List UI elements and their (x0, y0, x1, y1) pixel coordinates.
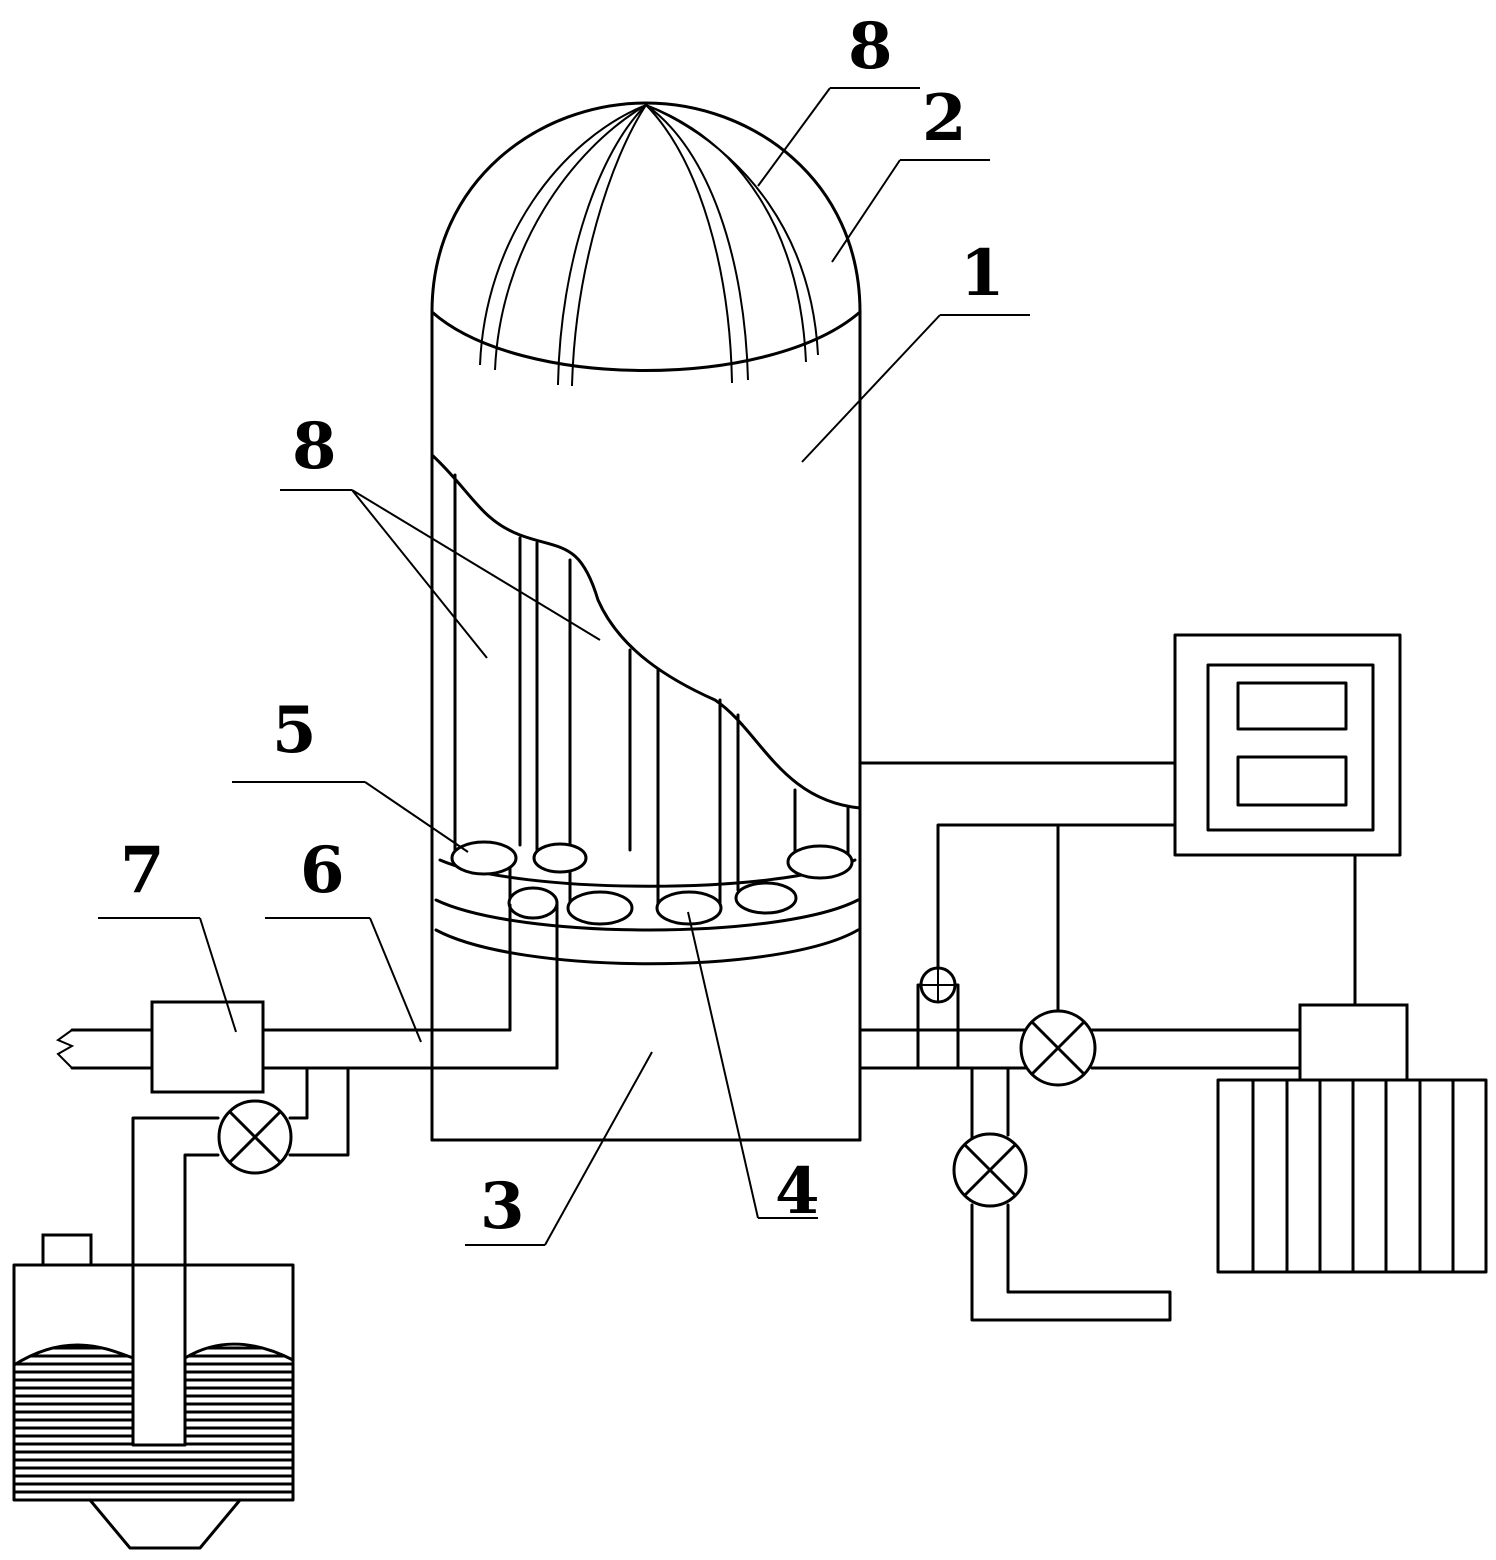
label-1: 1 (960, 236, 1005, 311)
label-6: 6 (300, 833, 345, 908)
vessel-body (430, 310, 862, 1142)
dome-cover (430, 101, 862, 387)
sensor-icon (919, 966, 957, 1004)
tube-ends (450, 840, 854, 926)
tube-plate (434, 858, 860, 966)
tubes (453, 473, 850, 907)
label-8-top: 8 (848, 9, 893, 84)
label-7: 7 (120, 833, 165, 908)
label-5: 5 (272, 693, 317, 768)
valve-main (1019, 1009, 1097, 1087)
pump-box (1298, 1003, 1409, 1082)
valve-drain (952, 1132, 1028, 1208)
storage-tank (12, 1233, 295, 1550)
label-4: 4 (775, 1154, 820, 1229)
label-2: 2 (922, 81, 967, 156)
control-wires (858, 761, 1357, 1013)
inlet-pipes (55, 903, 559, 1070)
label-3: 3 (480, 1169, 525, 1244)
controller-box (1173, 633, 1402, 857)
leader-lines (98, 87, 1030, 1246)
radiator (1216, 1078, 1488, 1274)
label-8-mid: 8 (292, 409, 337, 484)
box-7 (150, 1000, 265, 1094)
